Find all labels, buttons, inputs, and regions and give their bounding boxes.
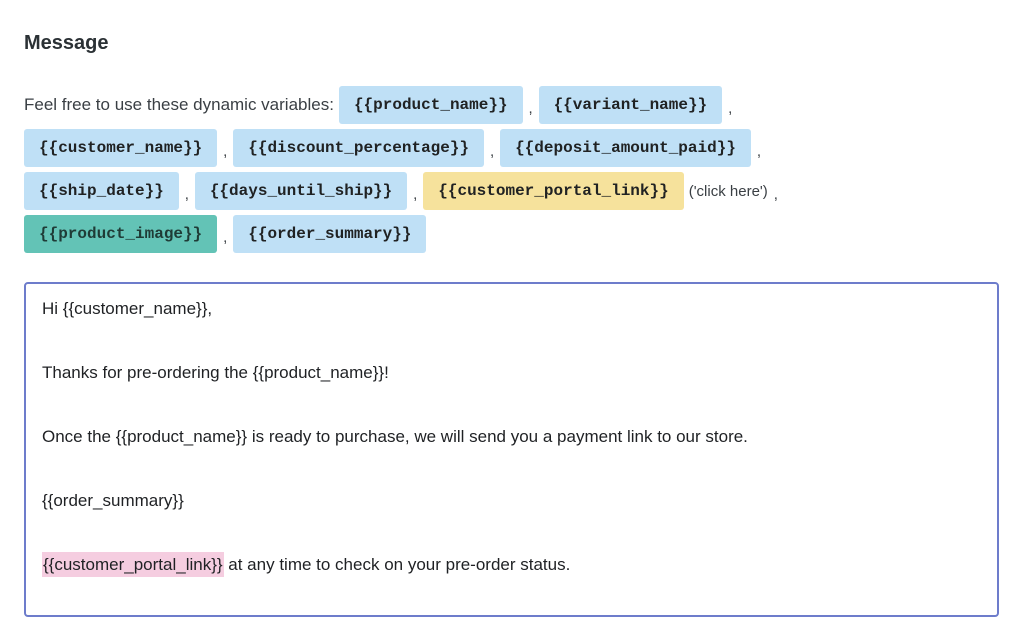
variables-row-3: {{ship_date}} , {{days_until_ship}} , {{… bbox=[24, 172, 1004, 210]
variable-chip-ship-date[interactable]: {{ship_date}} bbox=[24, 172, 179, 210]
separator: , bbox=[223, 142, 228, 160]
dynamic-variables-list: Feel free to use these dynamic variables… bbox=[24, 86, 1004, 258]
separator: , bbox=[756, 142, 761, 160]
variable-chip-discount-percentage[interactable]: {{discount_percentage}} bbox=[233, 129, 485, 167]
variable-chip-deposit-amount-paid[interactable]: {{deposit_amount_paid}} bbox=[500, 129, 751, 167]
message-editor[interactable]: Hi {{customer_name}}, Thanks for pre-ord… bbox=[24, 282, 999, 617]
separator: , bbox=[728, 99, 733, 117]
variable-chip-days-until-ship[interactable]: {{days_until_ship}} bbox=[194, 172, 408, 210]
separator: , bbox=[413, 185, 418, 203]
portal-link-note: ('click here') bbox=[688, 182, 768, 200]
separator: , bbox=[528, 99, 533, 117]
variables-row-4: {{product_image}} , {{order_summary}} bbox=[24, 215, 1004, 253]
separator: , bbox=[489, 142, 495, 160]
variables-row-1: Feel free to use these dynamic variables… bbox=[24, 86, 1004, 124]
message-line-thanks: Thanks for pre-ordering the {{product_na… bbox=[42, 363, 389, 382]
portal-line-rest: at any time to check on your pre-order s… bbox=[223, 555, 571, 574]
variable-chip-customer-portal-link[interactable]: {{customer_portal_link}} bbox=[423, 172, 684, 210]
section-title: Message bbox=[24, 32, 109, 54]
variable-chip-order-summary[interactable]: {{order_summary}} bbox=[233, 215, 427, 253]
variable-chip-variant-name[interactable]: {{variant_name}} bbox=[538, 86, 723, 124]
message-line-greeting: Hi {{customer_name}}, bbox=[42, 299, 213, 318]
variables-intro-text: Feel free to use these dynamic variables… bbox=[24, 95, 334, 114]
message-line-portal: {{customer_portal_link}} at any time to … bbox=[42, 550, 981, 580]
message-line-payment: Once the {{product_name}} is ready to pu… bbox=[42, 427, 748, 446]
message-line-order-summary: {{order_summary}} bbox=[42, 491, 184, 510]
separator: , bbox=[223, 228, 228, 246]
portal-link-highlight: {{customer_portal_link}} bbox=[42, 552, 224, 577]
separator: , bbox=[773, 185, 778, 203]
variable-chip-customer-name[interactable]: {{customer_name}} bbox=[24, 129, 218, 167]
variable-chip-product-image[interactable]: {{product_image}} bbox=[24, 215, 218, 253]
variables-row-2: {{customer_name}} , {{discount_percentag… bbox=[24, 129, 1004, 167]
separator: , bbox=[184, 185, 189, 203]
variable-chip-product-name[interactable]: {{product_name}} bbox=[338, 86, 523, 124]
